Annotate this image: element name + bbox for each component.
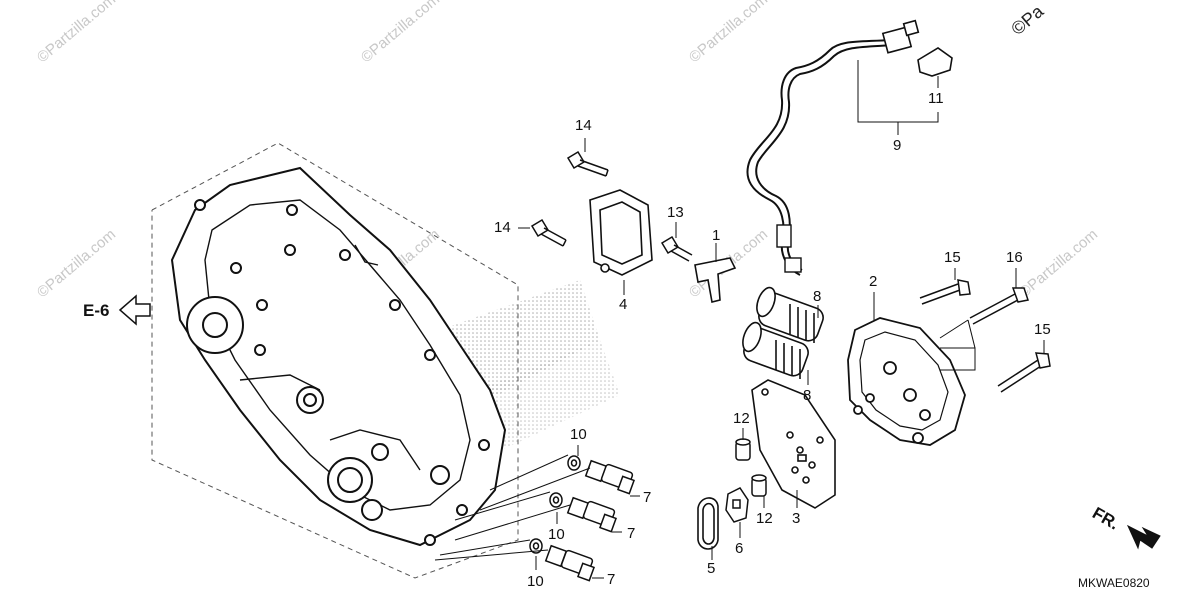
sensor-7-c: [544, 544, 595, 582]
washer-10-a: [567, 455, 581, 471]
callout-5: 5: [707, 560, 716, 577]
callout-15-lower: 15: [1034, 321, 1051, 338]
callout-7-a: 7: [643, 489, 652, 506]
callout-3: 3: [792, 510, 801, 527]
dowel-12-lower: [751, 474, 767, 497]
callout-8-upper: 8: [813, 288, 822, 305]
diagram-code: MKWAE0820: [1078, 576, 1150, 590]
callout-8-lower: 8: [803, 387, 812, 404]
callout-7-c: 7: [607, 571, 616, 588]
washer-10-c: [529, 538, 543, 554]
callout-10-a: 10: [570, 426, 587, 443]
ref-label-e6: E-6: [83, 301, 110, 320]
valve-body-2: [847, 317, 966, 446]
bolt-13: [660, 235, 693, 262]
callout-16: 16: [1006, 249, 1023, 266]
solenoid-8-upper: [756, 286, 824, 343]
callout-13: 13: [667, 204, 684, 221]
bolt-16: [969, 287, 1029, 325]
oring-5: [697, 497, 719, 550]
callout-15-upper: 15: [944, 249, 961, 266]
callout-12-lower: 12: [756, 510, 773, 527]
callout-2: 2: [869, 273, 878, 290]
sensor-7-a: [584, 459, 635, 495]
harness-9: [746, 39, 896, 276]
harness-clip: [776, 224, 802, 273]
callout-11: 11: [928, 90, 944, 107]
sensor-leaders: [434, 445, 640, 579]
callout-1: 1: [712, 227, 721, 244]
plate-3: [751, 379, 836, 509]
washer-10-b: [549, 492, 563, 508]
bolt-15-upper: [919, 279, 971, 305]
e6-arrow-icon: [118, 294, 151, 326]
leader-15-16-bracket: [940, 347, 976, 371]
callout-6: 6: [735, 540, 744, 557]
callout-9: 9: [893, 137, 902, 154]
sensor-7-b: [566, 496, 617, 533]
filter-6: [725, 487, 749, 523]
callout-14-lower: 14: [494, 219, 511, 236]
bracket-1: [694, 257, 737, 303]
dowel-12-upper: [735, 438, 751, 461]
callout-10-c: 10: [527, 573, 544, 590]
callout-14-upper: 14: [575, 117, 592, 134]
callout-12-upper: 12: [733, 410, 750, 427]
solenoid-8-lower: [742, 321, 809, 379]
bolt-15-lower: [997, 352, 1051, 393]
bolt-14-upper: [566, 150, 609, 177]
callout-7-b: 7: [627, 525, 636, 542]
crankcase-cover: [170, 166, 507, 547]
connector-9: [881, 19, 920, 54]
front-arrow-icon: [1126, 524, 1161, 550]
case-dashed-outline: [151, 142, 519, 579]
callout-4: 4: [619, 296, 628, 313]
bolt-14-lower: [530, 218, 567, 247]
clip-11: [917, 47, 953, 77]
callout-10-b: 10: [548, 526, 565, 543]
cover-4: [589, 189, 653, 276]
